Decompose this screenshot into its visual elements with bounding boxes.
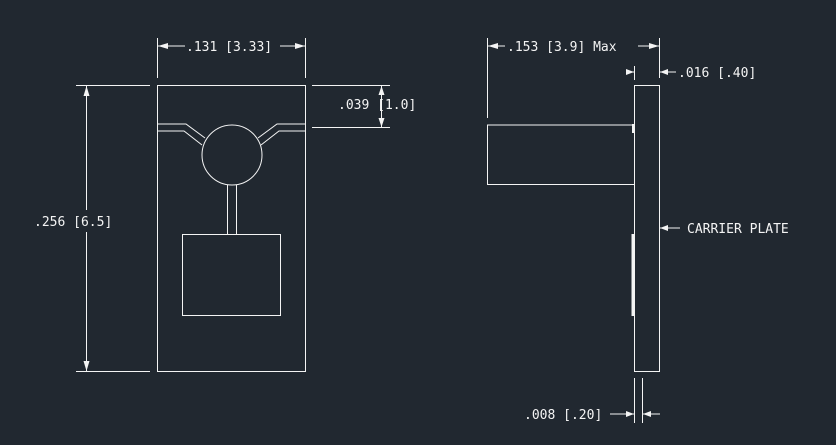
carrier-plate <box>634 85 660 372</box>
height-label: .256 [6.5] <box>34 215 112 230</box>
max-length-label: .153 [3.9] Max <box>507 40 617 55</box>
carrier-plate-label: CARRIER PLATE <box>687 222 789 237</box>
carrier-plate-callout: CARRIER PLATE <box>660 222 789 237</box>
plate-thickness-dimension: .016 [.40] <box>626 66 756 81</box>
offset-label: .039 [1.0] <box>338 98 416 113</box>
right-feed-line-bottom <box>260 130 305 146</box>
plate-thickness-label: .016 [.40] <box>678 66 756 81</box>
front-view: .131 [3.33] .256 [6.5] .039 [1.0] <box>34 38 416 372</box>
height-dimension: .256 [6.5] <box>34 85 150 372</box>
width-label: .131 [3.33] <box>186 40 272 55</box>
right-feed-line-top <box>257 123 305 139</box>
offset-dimension: .039 [1.0] <box>312 85 416 128</box>
gap-label: .008 [.20] <box>524 408 602 423</box>
part-body <box>487 124 634 185</box>
width-dimension: .131 [3.33] <box>157 38 306 78</box>
part-outline <box>157 85 306 372</box>
pad-rectangle <box>182 234 281 316</box>
side-view: .153 [3.9] Max .016 [.40] CARRIER PLATE … <box>487 38 789 423</box>
left-feed-line-top <box>158 123 206 139</box>
max-length-dimension: .153 [3.9] Max <box>487 38 660 118</box>
gap-dimension: .008 [.20] <box>524 378 660 423</box>
left-feed-line-bottom <box>158 130 203 146</box>
junction-circle <box>201 124 263 186</box>
top-bond-mark <box>632 124 635 133</box>
